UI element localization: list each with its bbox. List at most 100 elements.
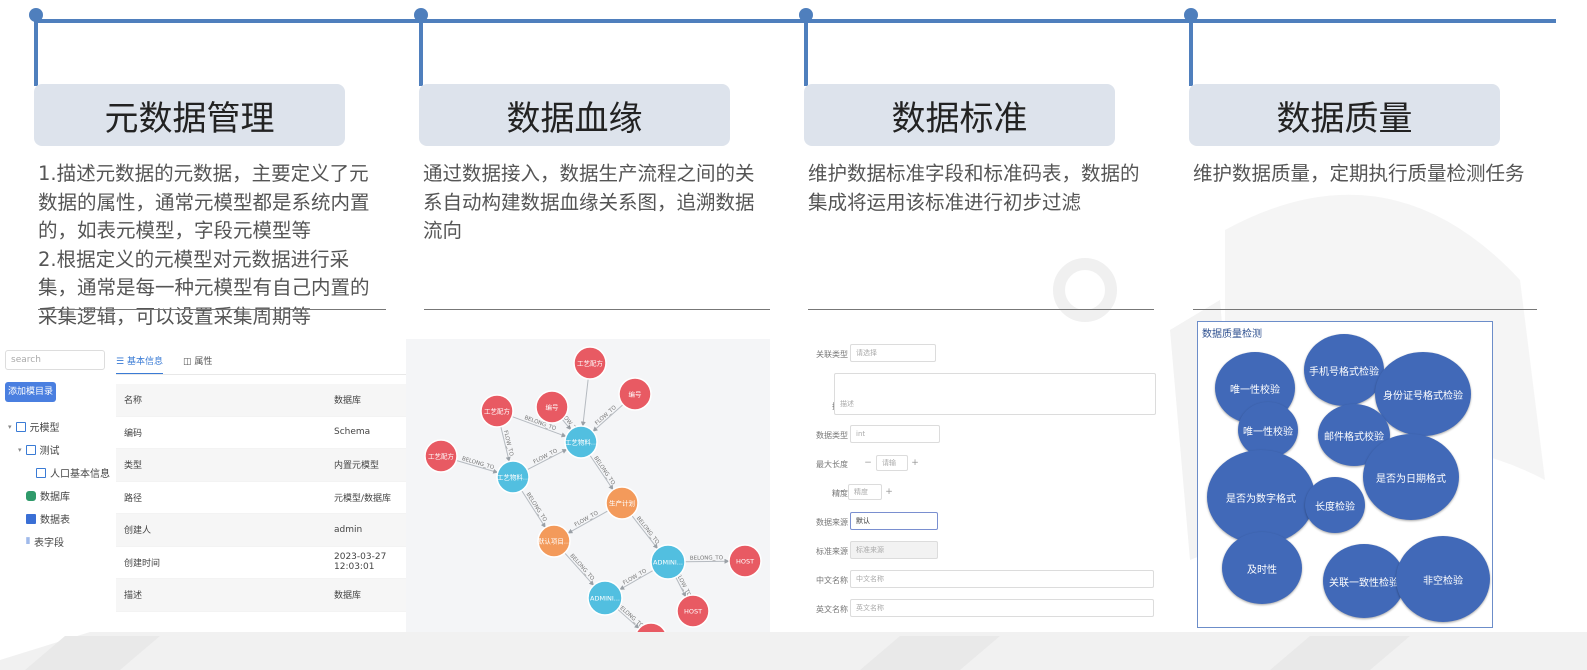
node-label: HOST [684,608,702,616]
quality-bubble[interactable]: 长度检验 [1305,477,1365,533]
data-source-select[interactable]: 默认 [850,512,938,530]
lineage-node[interactable] [424,439,458,473]
table-row: 名称数据库 [116,384,410,417]
edge-label: FLOW_TO [533,448,560,466]
edge-label: FLOW_TO [622,568,648,587]
edge-label: BELONG_TO [525,492,548,524]
quality-bubble[interactable]: 手机号格式检验 [1304,334,1384,406]
relation-type-select[interactable]: 请选择 [850,344,936,362]
tab-attributes[interactable]: ◫ 属性 [182,357,213,367]
table-row: 创建时间 2023-03-27 12:03:01 [116,547,410,579]
section-desc-standard: 维护数据标准字段和标准码表，数据的集成将运用该标准进行初步过滤 [808,162,1140,214]
timeline-stem [34,14,38,86]
row-key: 描述 [124,591,143,602]
max-length-input[interactable]: 请输 [876,455,908,471]
tree-item-test[interactable]: ▾ 测试 [18,444,60,457]
table-row: 描述 数据库 [116,579,410,612]
quality-bubble[interactable]: 关联一致性检验 [1323,544,1405,618]
node-label: 工艺配方 [484,407,511,416]
edge-label: BELONG_TO [635,516,661,546]
increment-button[interactable]: + [885,487,893,497]
search-input[interactable]: search [5,350,105,370]
tree-item-metamodel[interactable]: ▾ 元模型 [8,421,60,434]
section-title-standard: 数据标准 [804,84,1115,146]
folder-icon [25,444,36,455]
row-key: 名称 [124,396,143,407]
edge-label: BELONG_TO [568,553,595,582]
quality-bubble[interactable]: 是否为数字格式 [1207,450,1315,544]
node-label: 工艺配方 [428,452,455,461]
tree-item-table[interactable]: 数据表 [26,511,70,526]
lineage-node[interactable] [535,390,569,424]
section-title-lineage: 数据血缘 [419,84,730,146]
lineage-edge [619,570,654,590]
row-value: 内置元模型 [334,461,380,472]
lineage-node[interactable] [480,394,514,428]
quality-bubble[interactable]: 是否为日期格式 [1363,434,1459,520]
table-row: 类型 内置元模型 [116,449,410,482]
lineage-node[interactable] [537,524,571,558]
row-key: 类型 [124,461,143,472]
table-icon [26,513,36,524]
lineage-node[interactable] [676,594,710,628]
lineage-edge [521,490,546,528]
lineage-node[interactable] [587,580,623,616]
field-label: 数据来源 [816,518,848,527]
lineage-node[interactable] [618,377,652,411]
chinese-name-input[interactable]: 中文名称 [850,570,1154,588]
field-label: 中文名称 [816,576,848,585]
lineage-node[interactable] [650,544,686,580]
edge-label: BELONG_TO [690,555,724,561]
lineage-node[interactable] [728,544,762,578]
quality-bubble[interactable]: 身份证号格式检验 [1375,352,1471,436]
lineage-edge [567,510,609,534]
lineage-node[interactable] [564,425,598,459]
lineage-node[interactable] [573,346,607,380]
row-key: 创建时间 [124,558,161,569]
field-label: 标准来源 [816,547,848,556]
field-label: 关联类型 [816,350,848,359]
lineage-node[interactable] [605,486,639,520]
node-label: 工艺物料... [565,438,597,447]
row-value: 2023-03-27 12:03:01 [334,552,387,573]
separator [38,309,386,310]
lineage-node[interactable] [496,460,530,494]
caret-down-icon: ▾ [18,445,22,454]
add-catalog-button[interactable]: 添加模目录 [5,382,56,402]
timeline-line [36,19,1556,23]
decrement-button[interactable]: − [836,487,844,497]
lineage-edge [617,608,640,629]
standard-source-select[interactable]: 标准来源 [850,541,938,559]
cube-icon [36,467,46,478]
quality-bubble[interactable]: 及时性 [1222,532,1302,604]
quality-bubble[interactable]: 唯一性校验 [1238,402,1298,458]
tree-item-population[interactable]: 人口基本信息 [36,465,110,480]
node-label: ADMINI... [653,559,683,567]
lineage-edge [561,419,572,431]
info-icon: ☰ [116,357,125,367]
folder-icon [15,421,26,432]
precision-input[interactable]: 精度 [848,484,882,500]
quality-bubble[interactable]: 非空检验 [1396,536,1490,622]
edge-label: FLOW_TO [574,510,600,528]
row-key: 编码 [124,428,143,439]
section-desc-lineage: 通过数据接入，数据生产流程之间的关系自动构建数据血缘关系图，追溯数据流向 [423,162,755,242]
row-value: 数据库 [334,591,362,602]
english-name-input[interactable]: 英文名称 [850,599,1154,617]
decrement-button[interactable]: − [864,458,872,468]
section-title-quality: 数据质量 [1189,84,1500,146]
tab-basic-info[interactable]: ☰ 基本信息 [116,354,163,375]
lineage-edge [675,576,687,598]
lineage-edge [592,404,624,432]
field-label: 英文名称 [816,605,848,614]
node-label: 编号 [629,390,643,399]
increment-button[interactable]: + [911,458,919,468]
tree-item-field[interactable]: ⦀ 表字段 [26,536,64,550]
section-desc-metadata: 1.描述元数据的元数据，主要定义了元数据的属性，通常元模型都是系统内置的，如表元… [38,162,370,328]
data-type-select[interactable]: int [850,425,940,443]
description-textarea[interactable]: 描述 [834,373,1156,415]
tree-item-database[interactable]: 数据库 [26,488,70,503]
